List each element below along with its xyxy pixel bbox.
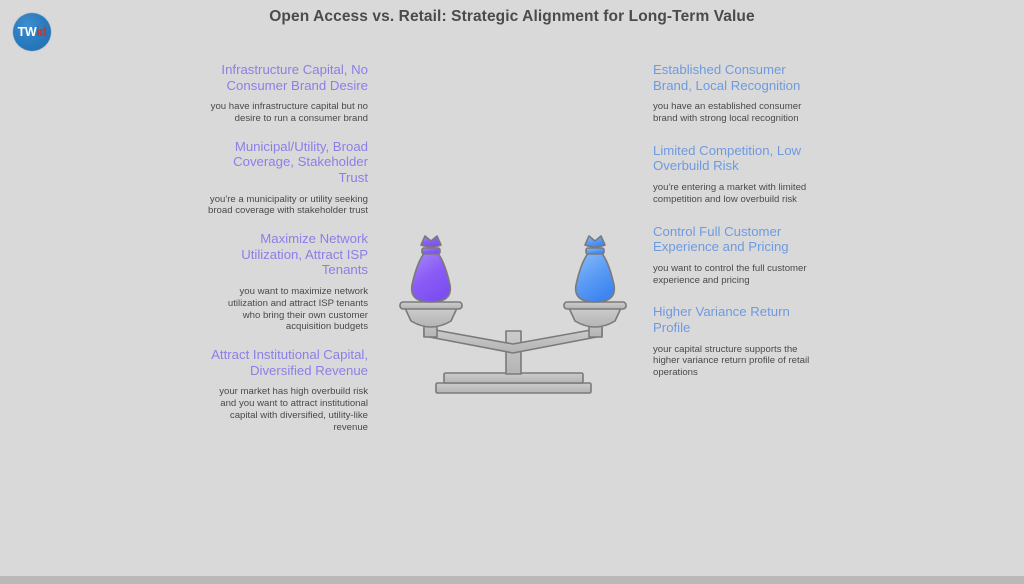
left-block-3: Maximize Network Utilization, Attract IS…: [208, 231, 368, 333]
right-block-2: Limited Competition, Low Overbuild Risk …: [653, 143, 813, 206]
left-column: Infrastructure Capital, No Consumer Bran…: [208, 62, 368, 448]
balance-scale-illustration: [398, 232, 628, 404]
left-block-3-title: Maximize Network Utilization, Attract IS…: [241, 231, 368, 278]
left-block-2-body: you're a municipality or utility seeking…: [208, 193, 368, 217]
left-block-2: Municipal/Utility, Broad Coverage, Stake…: [208, 139, 368, 217]
right-block-3: Control Full Customer Experience and Pri…: [653, 224, 813, 287]
logo-wordmark: TWid: [18, 26, 47, 39]
page-title: Open Access vs. Retail: Strategic Alignm…: [269, 8, 755, 25]
right-column: Established Consumer Brand, Local Recogn…: [653, 62, 813, 397]
left-block-4-body: your market has high overbuild risk and …: [219, 386, 368, 433]
right-pan: [568, 307, 622, 328]
right-block-3-title: Control Full Customer Experience and Pri…: [653, 223, 789, 255]
logo-text-secondary: id: [36, 24, 47, 39]
right-block-4: Higher Variance Return Profile your capi…: [653, 304, 813, 379]
right-block-1-body: you have an established consumer brand w…: [653, 101, 802, 124]
right-block-4-title: Higher Variance Return Profile: [653, 304, 790, 335]
right-block-2-title: Limited Competition, Low Overbuild Risk: [653, 142, 802, 174]
left-block-2-title: Municipal/Utility, Broad Coverage, Stake…: [233, 138, 368, 185]
left-block-1: Infrastructure Capital, No Consumer Bran…: [208, 62, 368, 125]
right-block-2-body: you're entering a market with limited co…: [653, 181, 807, 205]
left-block-1-title: Infrastructure Capital, No Consumer Bran…: [221, 62, 368, 93]
right-block-1: Established Consumer Brand, Local Recogn…: [653, 62, 813, 125]
left-pan: [404, 307, 458, 328]
right-block-3-body: you want to control the full customer ex…: [653, 262, 807, 286]
left-block-4-title: Attract Institutional Capital, Diversifi…: [211, 347, 368, 378]
left-money-bag: [410, 235, 452, 303]
right-block-1-title: Established Consumer Brand, Local Recogn…: [653, 62, 801, 93]
bottom-bar: [0, 576, 1024, 584]
left-block-1-body: you have infrastructure capital but no d…: [210, 101, 368, 124]
scale-base: [435, 372, 592, 394]
right-money-bag: [574, 235, 616, 303]
twid-logo: TWid: [13, 13, 51, 51]
logo-text-primary: TW: [17, 24, 37, 39]
left-block-4: Attract Institutional Capital, Diversifi…: [208, 347, 368, 433]
left-block-3-body: you want to maximize network utilization…: [227, 285, 368, 333]
right-block-4-body: your capital structure supports the high…: [653, 343, 810, 379]
right-pan-rim: [563, 301, 627, 310]
left-pan-rim: [399, 301, 463, 310]
